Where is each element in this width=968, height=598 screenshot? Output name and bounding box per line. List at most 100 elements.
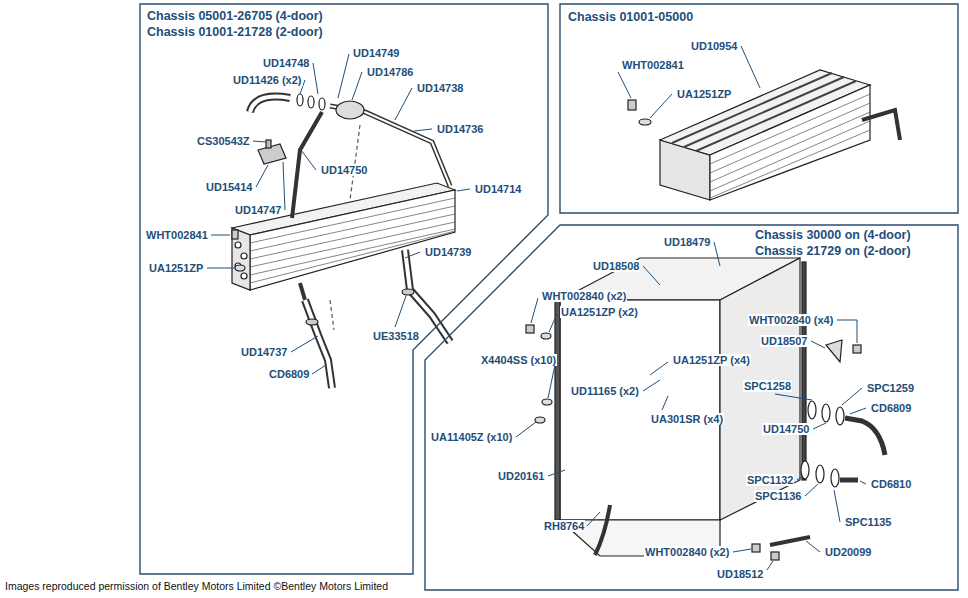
- part-number: UD14750: [762, 423, 810, 435]
- part-number: UD14739: [424, 246, 472, 258]
- leader-line: [662, 396, 668, 410]
- gasket: [802, 262, 806, 480]
- part-number: UD14737: [240, 346, 288, 358]
- gasket: [555, 300, 560, 520]
- bolt: [232, 230, 238, 239]
- washer: [235, 265, 245, 271]
- leader-line: [618, 72, 631, 98]
- leader-line: [414, 129, 432, 131]
- part-number: UA11405Z (x10): [430, 431, 513, 443]
- part-number: UD20161: [497, 470, 545, 482]
- panel-outline: [560, 4, 958, 213]
- part-number: UD14786: [366, 66, 414, 78]
- leader-lines: [207, 46, 866, 570]
- part-number: WHT002841: [145, 229, 209, 241]
- part-number: UD18507: [760, 335, 808, 347]
- drain-hose: [595, 505, 610, 555]
- bolt: [771, 552, 779, 560]
- panel-heading: Chassis 05001-26705 (4-door): [147, 9, 323, 24]
- seal-strip: [770, 537, 810, 545]
- leader-line: [650, 94, 672, 118]
- fitting: [319, 98, 325, 110]
- part-number: UA1251ZP: [676, 88, 732, 100]
- part-number: UD20099: [824, 546, 872, 558]
- panel-outline: [140, 4, 548, 574]
- o-ring: [402, 289, 414, 295]
- leader-line: [405, 252, 420, 258]
- washer: [639, 119, 651, 125]
- washer: [831, 469, 839, 487]
- hose: [405, 250, 450, 342]
- leader-line: [767, 561, 773, 570]
- leader-line: [643, 380, 660, 391]
- chassis-panel: Chassis 01001-05000: [560, 4, 958, 213]
- part-number: WHT002840 (x2): [644, 546, 730, 558]
- leader-line: [283, 162, 285, 210]
- fitting: [297, 94, 303, 106]
- leader-line: [256, 165, 268, 187]
- part-number: UD14750: [320, 164, 368, 176]
- leader-line: [850, 408, 866, 414]
- leader-line: [643, 266, 660, 285]
- washer: [535, 417, 545, 423]
- credit-note: Images reproduced permission of Bentley …: [5, 580, 388, 592]
- leader-line: [516, 422, 536, 437]
- tube-end: [241, 273, 247, 279]
- panel-border: [560, 4, 958, 213]
- washer: [816, 465, 824, 483]
- hose: [250, 97, 290, 112]
- leader-line: [714, 242, 720, 266]
- part-number: RH8764: [543, 520, 585, 532]
- pipe: [845, 418, 885, 455]
- part-number: UD14736: [436, 123, 484, 135]
- leader-line: [797, 476, 803, 480]
- panel-border: [425, 225, 958, 590]
- part-number: UD14738: [416, 82, 464, 94]
- part-number: SPC1132: [746, 474, 794, 486]
- leader-line: [775, 394, 812, 400]
- leader-line: [806, 541, 820, 552]
- leader-line: [312, 365, 326, 374]
- leader-line: [813, 423, 826, 429]
- washer: [541, 333, 551, 339]
- leader-line: [531, 298, 538, 323]
- leader-line: [811, 341, 825, 348]
- leader-line: [733, 549, 751, 552]
- part-number: UD11165 (x2): [570, 385, 640, 397]
- clip: [258, 144, 286, 164]
- part-number: UD18479: [663, 236, 711, 248]
- part-number: UD10954: [690, 40, 738, 52]
- part-number: UA1251ZP: [148, 262, 204, 274]
- part-number: UD14748: [262, 57, 310, 69]
- heater-housing: [526, 258, 885, 560]
- part-number: UA1251ZP (x4): [672, 354, 751, 366]
- evaporator-first: [628, 70, 900, 200]
- part-number: UA1251ZP (x2): [560, 306, 639, 318]
- chassis-panel: Chassis 05001-26705 (4-door)Chassis 0100…: [140, 4, 548, 574]
- bolt: [526, 325, 534, 333]
- return-pipe: [862, 110, 900, 140]
- evaporator-end: [232, 228, 250, 290]
- tube-end: [241, 253, 247, 259]
- part-number: CD6810: [870, 478, 912, 490]
- washer: [822, 404, 830, 422]
- housing-front: [560, 300, 720, 520]
- leader-line: [549, 314, 557, 332]
- leader-line: [301, 150, 316, 170]
- leader-line: [211, 235, 230, 236]
- part-number: WHT002840 (x4): [748, 314, 834, 326]
- leader-line: [207, 268, 234, 269]
- part-number: CD6809: [268, 368, 310, 380]
- washer: [808, 401, 816, 419]
- part-number: UD14747: [234, 204, 282, 216]
- part-number: UD14749: [352, 47, 400, 59]
- leader-line: [548, 470, 565, 476]
- leader-line: [291, 336, 318, 352]
- pipe: [300, 283, 305, 300]
- pipe: [840, 478, 858, 483]
- panel-heading: Chassis 21729 on (2-door): [755, 244, 911, 259]
- part-number: UD14714: [474, 183, 522, 195]
- part-number: WHT002840 (x2): [541, 290, 627, 302]
- leader-line: [395, 88, 412, 120]
- part-number: SPC1258: [743, 380, 792, 392]
